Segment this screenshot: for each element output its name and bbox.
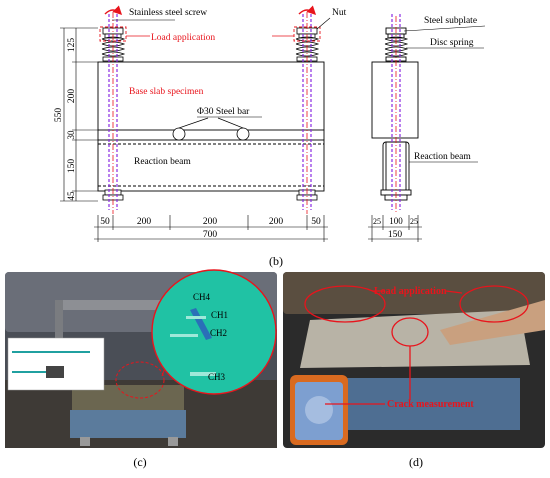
label-disc-spring: Disc spring bbox=[430, 38, 474, 48]
photo-c: CH4 CH1 CH2 CH3 bbox=[5, 269, 277, 448]
steel-bar-right bbox=[236, 127, 250, 141]
panel-label-d: (d) bbox=[409, 455, 423, 469]
left-screw-assembly bbox=[101, 5, 126, 214]
channel-ch3: CH3 bbox=[208, 372, 226, 382]
dim-total-vertical: 550 bbox=[54, 108, 64, 123]
dim-h-50b: 50 bbox=[311, 217, 321, 227]
dim-h-200b: 200 bbox=[203, 217, 218, 227]
dim-v-200: 200 bbox=[67, 89, 77, 104]
panel-label-c: (c) bbox=[133, 455, 146, 469]
reaction-beam-front bbox=[97, 139, 325, 192]
channel-ch2: CH2 bbox=[210, 328, 227, 338]
front-view bbox=[97, 61, 325, 192]
dim-h-200c: 200 bbox=[269, 217, 284, 227]
photo-d: Load application Crack measurement bbox=[283, 272, 545, 448]
front-vertical-dims bbox=[60, 27, 98, 202]
front-horizontal-dims bbox=[94, 215, 328, 242]
side-slab bbox=[371, 61, 419, 139]
load-box-right bbox=[293, 26, 321, 42]
dim-v-150: 150 bbox=[67, 159, 77, 174]
label-reaction-beam-front: Reaction beam bbox=[134, 157, 191, 167]
right-screw-assembly bbox=[295, 5, 320, 214]
dim-side-150: 150 bbox=[388, 230, 403, 240]
dim-h-50a: 50 bbox=[100, 217, 110, 227]
dim-h-700: 700 bbox=[203, 230, 218, 240]
channel-ch1: CH1 bbox=[211, 310, 228, 320]
label-steel-bar: Φ30 Steel bar bbox=[197, 107, 250, 117]
steel-bar-left bbox=[172, 127, 186, 141]
label-load-application-photo: Load application bbox=[374, 286, 447, 297]
label-crack-measurement: Crack measurement bbox=[387, 399, 474, 410]
label-stainless-steel-screw: Stainless steel screw bbox=[129, 8, 207, 18]
dim-side-25b: 25 bbox=[410, 217, 418, 226]
dim-side-100: 100 bbox=[389, 216, 403, 226]
channel-ch4: CH4 bbox=[193, 292, 211, 302]
label-steel-subplate: Steel subplate bbox=[424, 16, 477, 26]
dim-v-45: 45 bbox=[66, 191, 76, 201]
dim-h-200a: 200 bbox=[137, 217, 152, 227]
dim-side-25a: 25 bbox=[373, 217, 381, 226]
label-load-application: Load application bbox=[151, 33, 215, 43]
dim-v-125: 125 bbox=[67, 38, 77, 53]
label-nut: Nut bbox=[332, 8, 347, 18]
side-view bbox=[371, 27, 419, 201]
label-base-slab-specimen: Base slab specimen bbox=[129, 87, 204, 97]
label-reaction-beam-side: Reaction beam bbox=[414, 152, 471, 162]
base-slab bbox=[97, 61, 325, 131]
side-horizontal-dims bbox=[368, 215, 422, 242]
load-box-left bbox=[99, 26, 127, 42]
dim-v-30: 30 bbox=[66, 130, 76, 140]
panel-label-b: (b) bbox=[269, 254, 283, 268]
